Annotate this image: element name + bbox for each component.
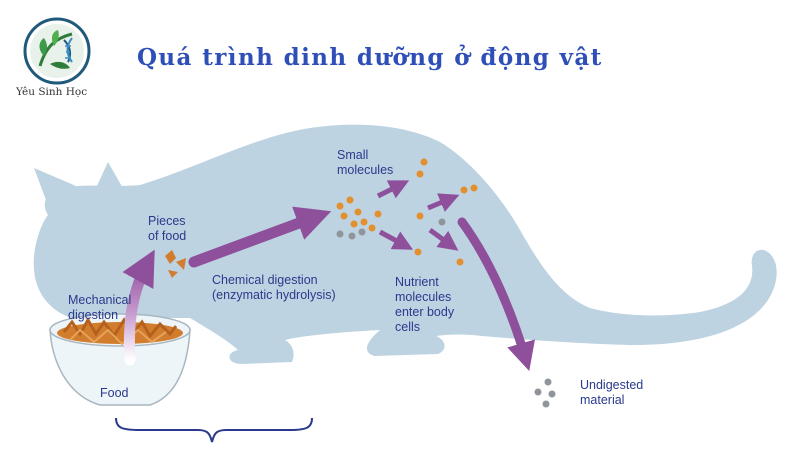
label-small-molecules: Small molecules (337, 148, 394, 177)
logo-emblem-icon (23, 17, 91, 85)
label-food: Food (100, 386, 129, 400)
label-mechanical-digestion: Mechanical digestion (68, 293, 132, 322)
absorption-arrow-lower-left (378, 229, 414, 250)
page-title: Quá trình dinh dưỡng ở động vật (137, 44, 603, 71)
absorption-arrow-lower-right (428, 227, 459, 251)
nutrient-molecules (414, 158, 478, 266)
food-pieces (165, 250, 186, 278)
cat-ear-right (96, 162, 124, 190)
elimination-arrow (457, 217, 535, 372)
bracket (115, 417, 313, 443)
cat-ear-left (34, 168, 76, 200)
undigested-material-cluster (534, 378, 556, 408)
mechanical-digestion-arrow (122, 249, 155, 366)
label-pieces-of-food: Pieces of food (148, 214, 187, 243)
logo (20, 16, 94, 86)
label-nutrient-molecules: Nutrient molecules enter body cells (395, 275, 455, 334)
absorption-arrow-upper-right (427, 193, 460, 212)
label-chemical-digestion: Chemical digestion (enzymatic hydrolysis… (212, 273, 336, 302)
label-undigested-material: Undigested material (580, 378, 644, 407)
logo-text: Yêu Sinh Học (16, 86, 88, 98)
absorption-arrow-upper-left (376, 180, 410, 199)
chemical-digestion-arrow (188, 206, 332, 268)
food-bowl (49, 313, 191, 406)
small-molecules-cluster (336, 196, 382, 240)
